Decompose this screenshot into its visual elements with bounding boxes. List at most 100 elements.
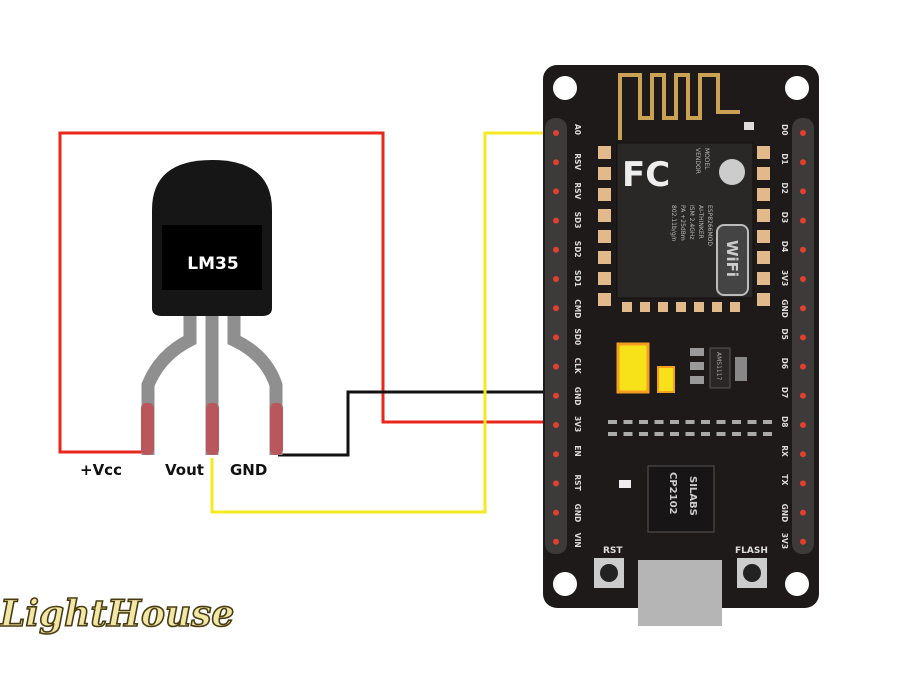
- smd-pad: [639, 420, 648, 424]
- pin-d4[interactable]: [800, 246, 806, 253]
- left-pin-label: VIN: [573, 533, 582, 548]
- module-pad: [598, 272, 611, 285]
- usb-connector[interactable]: [638, 560, 722, 626]
- pin-headers: A0RSVRSVSD3SD2SD1CMDSD0CLKGND3V3ENRSTGND…: [545, 118, 814, 554]
- pin-en[interactable]: [553, 451, 559, 458]
- right-pin-label: D5: [780, 328, 789, 339]
- module-pad: [712, 302, 722, 312]
- pin-sd1[interactable]: [553, 276, 559, 282]
- smd-pad: [701, 420, 710, 424]
- module-pad: [757, 230, 770, 243]
- sensor-leg-gnd: [227, 310, 283, 455]
- regulator-label: AMS1117: [715, 352, 722, 381]
- module-text: PA +25dBm: [679, 205, 686, 241]
- lighthouse-logo: LightHouse: [0, 593, 234, 635]
- pin-rst[interactable]: [553, 480, 559, 487]
- right-pin-label: 3V3: [780, 270, 789, 286]
- led: [619, 480, 631, 488]
- module-pad: [757, 146, 770, 159]
- right-pin-label: D8: [780, 416, 789, 427]
- module-pad: [598, 230, 611, 243]
- regulator-pin: [690, 376, 704, 384]
- pin-3v3[interactable]: [553, 422, 559, 428]
- rst-label: RST: [603, 546, 623, 556]
- left-pin-label: RST: [573, 474, 582, 491]
- capacitor: [616, 342, 650, 394]
- rst-button-cap[interactable]: [600, 564, 618, 582]
- module-pad: [757, 251, 770, 264]
- pin-a0[interactable]: [553, 130, 559, 136]
- espressif-logo-icon: [719, 159, 745, 185]
- smd-pad: [732, 420, 741, 424]
- module-text: 802.11b/g/n: [670, 205, 677, 242]
- mount-hole: [553, 76, 577, 100]
- antenna-led: [744, 122, 754, 130]
- smd-pad: [747, 420, 757, 424]
- pin-clk[interactable]: [553, 363, 559, 370]
- pin-sd0[interactable]: [553, 334, 559, 341]
- module-pad: [598, 146, 611, 159]
- module-text: VENDOR: [694, 148, 701, 174]
- pin-cmd[interactable]: [553, 305, 559, 312]
- left-pin-label: CLK: [573, 358, 582, 375]
- pin-d1[interactable]: [800, 159, 806, 166]
- pin-d6[interactable]: [800, 363, 806, 370]
- pin-d5[interactable]: [800, 334, 806, 341]
- right-pin-label: D1: [780, 153, 789, 164]
- signal-wire: [210, 131, 556, 514]
- right-pin-label: GND: [780, 299, 789, 318]
- pin-sd2[interactable]: [553, 246, 559, 253]
- usb-chip: [647, 465, 715, 533]
- pin-d0[interactable]: [800, 130, 806, 136]
- pin-d2[interactable]: [800, 188, 806, 195]
- right-pin-label: 3V3: [780, 533, 789, 549]
- pin-rsv[interactable]: [553, 159, 559, 166]
- nodemcu-board: FC WiFi MODELVENDORESP8266MODAI-THINKERI…: [543, 65, 819, 626]
- mount-hole: [785, 572, 809, 596]
- pin-gnd[interactable]: [800, 509, 806, 516]
- pin-3v3[interactable]: [800, 538, 806, 545]
- flash-button-cap[interactable]: [743, 564, 761, 582]
- capacitor: [657, 366, 675, 393]
- module-pad: [757, 188, 770, 201]
- right-pin-label: D4: [780, 241, 789, 252]
- module-pad: [640, 302, 650, 312]
- pin-label-vcc: +Vcc: [80, 461, 122, 479]
- left-pin-label: SD2: [573, 241, 582, 258]
- module-text: ESP8266MOD: [706, 205, 713, 246]
- pin-rx[interactable]: [800, 451, 806, 458]
- pin-vin[interactable]: [553, 538, 559, 545]
- sensor-face: [162, 225, 262, 290]
- leg-tip: [206, 403, 219, 455]
- smd-pad: [670, 432, 679, 436]
- pin-gnd[interactable]: [800, 305, 806, 312]
- smd-pad: [747, 432, 757, 436]
- regulator-pin: [690, 362, 704, 370]
- leg-tip: [270, 403, 283, 455]
- pin-sd3[interactable]: [553, 217, 559, 224]
- pin-gnd[interactable]: [553, 392, 559, 399]
- pin-rsv[interactable]: [553, 188, 559, 195]
- gnd-wire: [278, 390, 556, 457]
- module-pad: [622, 302, 632, 312]
- pin-gnd[interactable]: [553, 509, 559, 516]
- right-pin-label: GND: [780, 504, 789, 523]
- leg-tip: [141, 403, 154, 455]
- module-text: AI-THINKER: [697, 205, 704, 239]
- pin-d8[interactable]: [800, 422, 806, 428]
- pin-tx[interactable]: [800, 480, 806, 487]
- pin-3v3[interactable]: [800, 276, 806, 282]
- smd-pad: [623, 432, 633, 436]
- smd-pad: [608, 432, 617, 436]
- mount-hole: [785, 76, 809, 100]
- module-pad: [598, 167, 611, 180]
- pin-d7[interactable]: [800, 392, 806, 399]
- flash-label: FLASH: [735, 546, 768, 556]
- regulator-pin: [690, 348, 704, 356]
- smd-pad: [608, 420, 617, 424]
- smd-pad: [639, 432, 648, 436]
- pin-d3[interactable]: [800, 217, 806, 224]
- left-pin-label: A0: [573, 124, 582, 135]
- smd-pad: [763, 432, 772, 436]
- sensor-leg-vcc: [141, 310, 197, 455]
